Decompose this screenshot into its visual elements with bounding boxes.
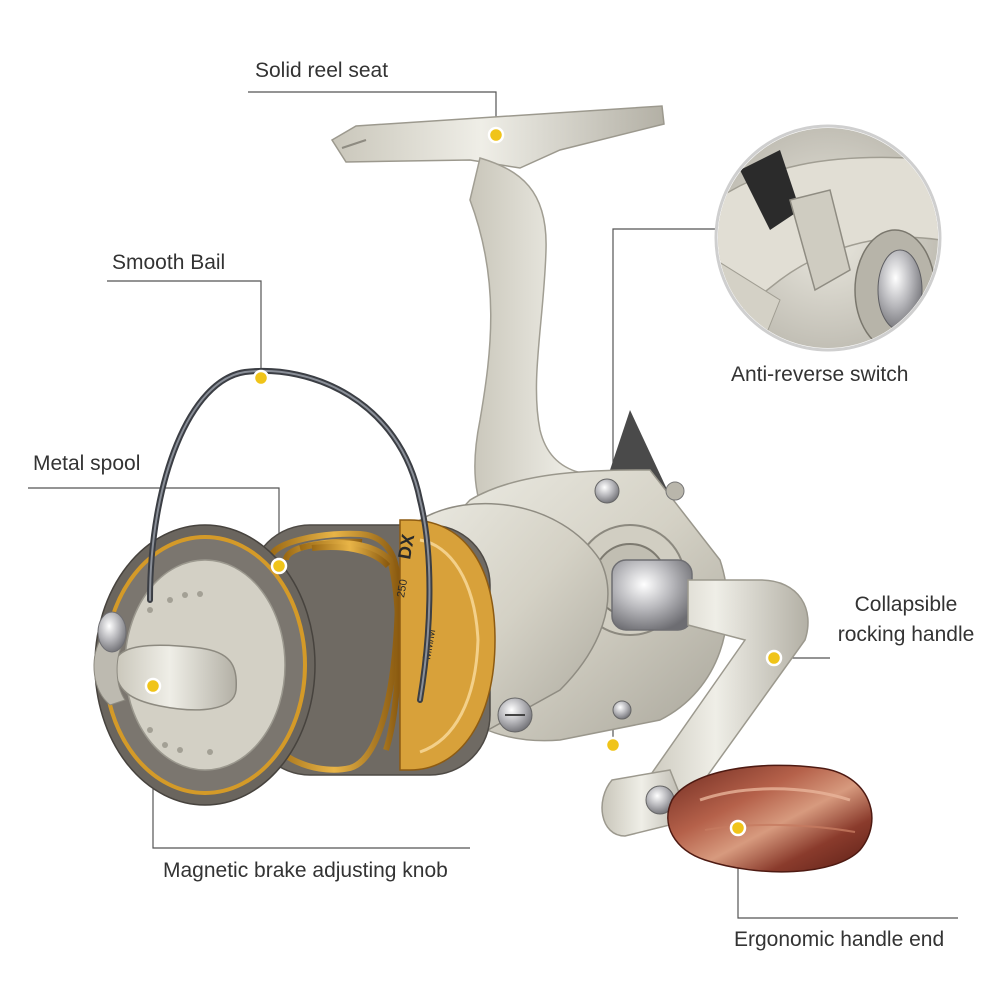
wood-handle-knob <box>667 764 873 873</box>
label-smooth-bail: Smooth Bail <box>112 251 226 274</box>
marker-ergonomic <box>729 819 747 837</box>
front-drag-knob <box>114 644 238 711</box>
marker-solid-reel-seat <box>487 126 505 144</box>
smooth-bail-wire <box>147 368 433 703</box>
marker-magnetic <box>144 677 162 695</box>
marker-smooth-bail <box>252 369 270 387</box>
label-metal-spool: Metal spool <box>33 452 141 475</box>
spool-capacity-text-2: 250 <box>395 578 410 598</box>
handle-axle <box>611 559 693 631</box>
spool-model-text: DX <box>394 533 418 561</box>
marker-metal-spool <box>270 557 288 575</box>
body-screw-top <box>594 478 620 504</box>
body-screw-bottom <box>612 700 632 720</box>
anti-reverse-zoom-inset <box>714 124 942 352</box>
label-collapsible-line2: rocking handle <box>837 623 975 646</box>
marker-anti-reverse <box>604 736 622 754</box>
body-screw-right <box>665 481 685 501</box>
label-solid-reel-seat: Solid reel seat <box>255 59 389 82</box>
label-magnetic-brake-adjusting-knob: Magnetic brake adjusting knob <box>163 859 448 882</box>
spool-line-wraps <box>267 530 402 773</box>
label-anti-reverse-switch: Anti-reverse switch <box>731 363 909 386</box>
label-ergonomic-handle-end: Ergonomic handle end <box>734 928 945 951</box>
anti-reverse-lever <box>789 189 851 292</box>
label-collapsible-line1: Collapsible <box>854 593 958 616</box>
label-collapsible-rocking-handle: Collapsible rocking handle <box>832 590 980 650</box>
marker-collapsible <box>765 649 783 667</box>
callout-markers <box>144 126 783 837</box>
leader-smooth-bail <box>107 280 262 377</box>
